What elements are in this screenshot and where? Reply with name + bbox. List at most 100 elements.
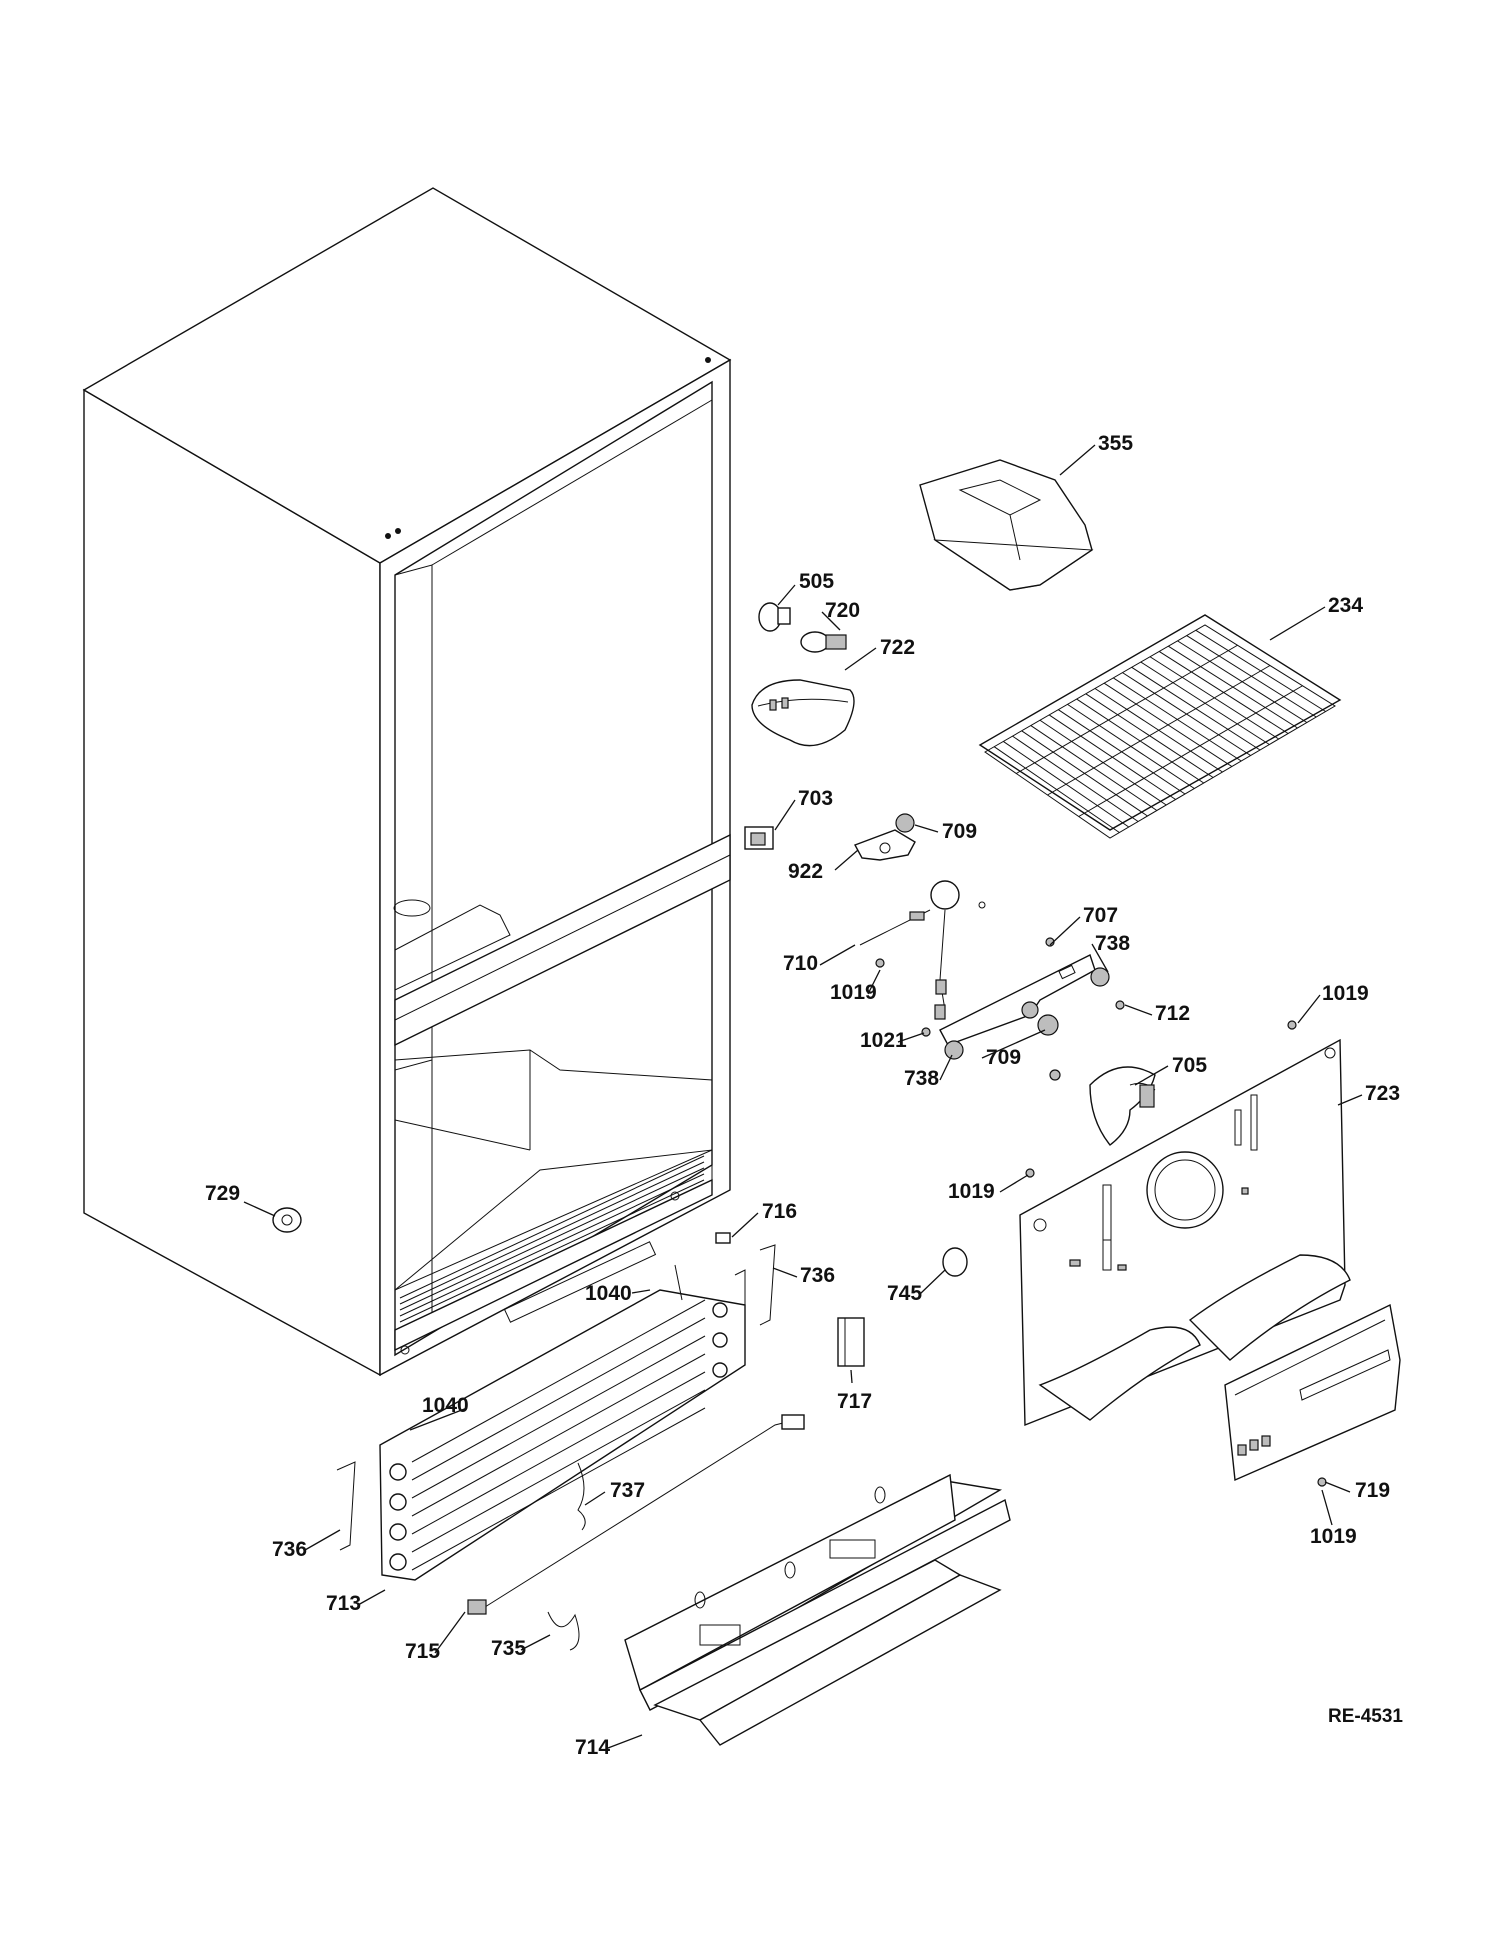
clip-737 [577, 1462, 586, 1531]
callout-1040-a: 1040 [585, 1282, 632, 1305]
control-assembly-710 [859, 880, 986, 1020]
callout-355: 355 [1098, 432, 1133, 455]
callout-716: 716 [762, 1200, 797, 1223]
knob-709-lower [1037, 1014, 1059, 1036]
leader-line [939, 1054, 953, 1081]
leader-line [914, 824, 939, 833]
callout-710: 710 [783, 952, 818, 975]
block-717 [837, 1317, 865, 1367]
callout-729: 729 [205, 1182, 240, 1205]
leader-line [607, 1734, 643, 1749]
callout-736-left: 736 [272, 1538, 307, 1561]
knob-709-upper [895, 813, 915, 833]
plug-729 [272, 1207, 302, 1233]
callout-738-upper: 738 [1095, 932, 1130, 955]
leader-lines [243, 444, 1363, 1749]
defrost-heater-715 [467, 1414, 805, 1615]
callout-709-lower: 709 [986, 1046, 1021, 1069]
leader-line [631, 1289, 651, 1294]
callout-234: 234 [1328, 594, 1363, 617]
callout-722: 722 [880, 636, 915, 659]
leader-line [357, 1589, 386, 1606]
callout-505: 505 [799, 570, 834, 593]
light-bulb-505 [758, 602, 791, 632]
callout-737: 737 [610, 1479, 645, 1502]
leader-line [304, 1529, 341, 1551]
leader-line [919, 1269, 946, 1295]
wire-shelf-234 [978, 614, 1342, 839]
callout-922: 922 [788, 860, 823, 883]
callout-707: 707 [1083, 904, 1118, 927]
leader-line [584, 1491, 606, 1506]
callout-709-upper: 709 [942, 820, 977, 843]
thermostat-703 [744, 826, 774, 850]
leader-line [1091, 943, 1109, 973]
leader-line [243, 1201, 276, 1217]
refrigerator-cabinet [82, 187, 732, 1377]
leader-line [1134, 1065, 1169, 1086]
plug-745 [942, 1247, 968, 1277]
callout-labels: 355 234 505 720 722 703 922 709 707 710 … [205, 432, 1400, 1759]
shelf-cross-wire [1047, 665, 1271, 796]
drain-pan-714 [624, 1473, 1011, 1746]
leader-line [1337, 1094, 1363, 1106]
callout-745: 745 [887, 1282, 922, 1305]
leader-line [867, 969, 881, 995]
leader-line [1269, 606, 1326, 641]
leader-line [844, 647, 877, 671]
shelf-cross-wire [1078, 685, 1303, 817]
callout-1021: 1021 [860, 1029, 907, 1052]
leader-line [819, 944, 856, 966]
callout-1040-b: 1040 [422, 1394, 469, 1417]
callout-720: 720 [825, 599, 860, 622]
callout-1019-b: 1019 [1322, 982, 1369, 1005]
bracket-736-right [759, 1244, 776, 1326]
callout-714: 714 [575, 1736, 610, 1759]
leader-line [834, 849, 859, 871]
leader-line [731, 1212, 759, 1238]
callout-703: 703 [798, 787, 833, 810]
evaporator-cover-723 [1019, 1038, 1351, 1427]
callout-1019-d: 1019 [1310, 1525, 1357, 1548]
ice-bucket-355 [919, 459, 1094, 591]
leader-line [1059, 444, 1096, 476]
callout-715: 715 [405, 1640, 440, 1663]
leader-line [821, 611, 841, 631]
callout-719: 719 [1355, 1479, 1390, 1502]
shelf-cross-wire [1015, 644, 1238, 774]
leader-line [777, 584, 796, 606]
leader-line [520, 1634, 551, 1651]
leader-line [850, 1369, 853, 1384]
leader-line [1049, 916, 1081, 946]
leader-line [774, 799, 796, 831]
callout-717: 717 [837, 1390, 872, 1413]
clip-716 [715, 1232, 731, 1244]
grommet-738-lower [944, 1040, 964, 1060]
light-shield-722 [751, 679, 855, 747]
defrost-cover-719 [1224, 1303, 1401, 1482]
callout-736-right: 736 [800, 1264, 835, 1287]
grommet-738-upper [1090, 967, 1110, 987]
callout-1019-a: 1019 [830, 981, 877, 1004]
bracket-736-left [336, 1461, 356, 1551]
callout-713: 713 [326, 1592, 361, 1615]
clip-735 [547, 1611, 580, 1651]
leader-line [981, 1029, 1046, 1059]
leader-line [897, 1032, 925, 1043]
callout-705: 705 [1172, 1054, 1207, 1077]
figure-reference-code: RE-4531 [1328, 1706, 1403, 1727]
leader-line [1124, 1004, 1153, 1016]
leader-line [1321, 1489, 1333, 1526]
leader-line [999, 1174, 1029, 1193]
leader-line [434, 1611, 466, 1654]
screw-parts [875, 937, 1327, 1487]
callout-738-lower: 738 [904, 1067, 939, 1090]
leader-line [1297, 994, 1321, 1024]
callout-1019-c: 1019 [948, 1180, 995, 1203]
leader-line [409, 1407, 468, 1431]
fan-bracket-707 [939, 954, 1096, 1046]
callout-723: 723 [1365, 1082, 1400, 1105]
fan-blade-705 [1089, 1066, 1156, 1146]
evaporator-713 [379, 1264, 746, 1581]
